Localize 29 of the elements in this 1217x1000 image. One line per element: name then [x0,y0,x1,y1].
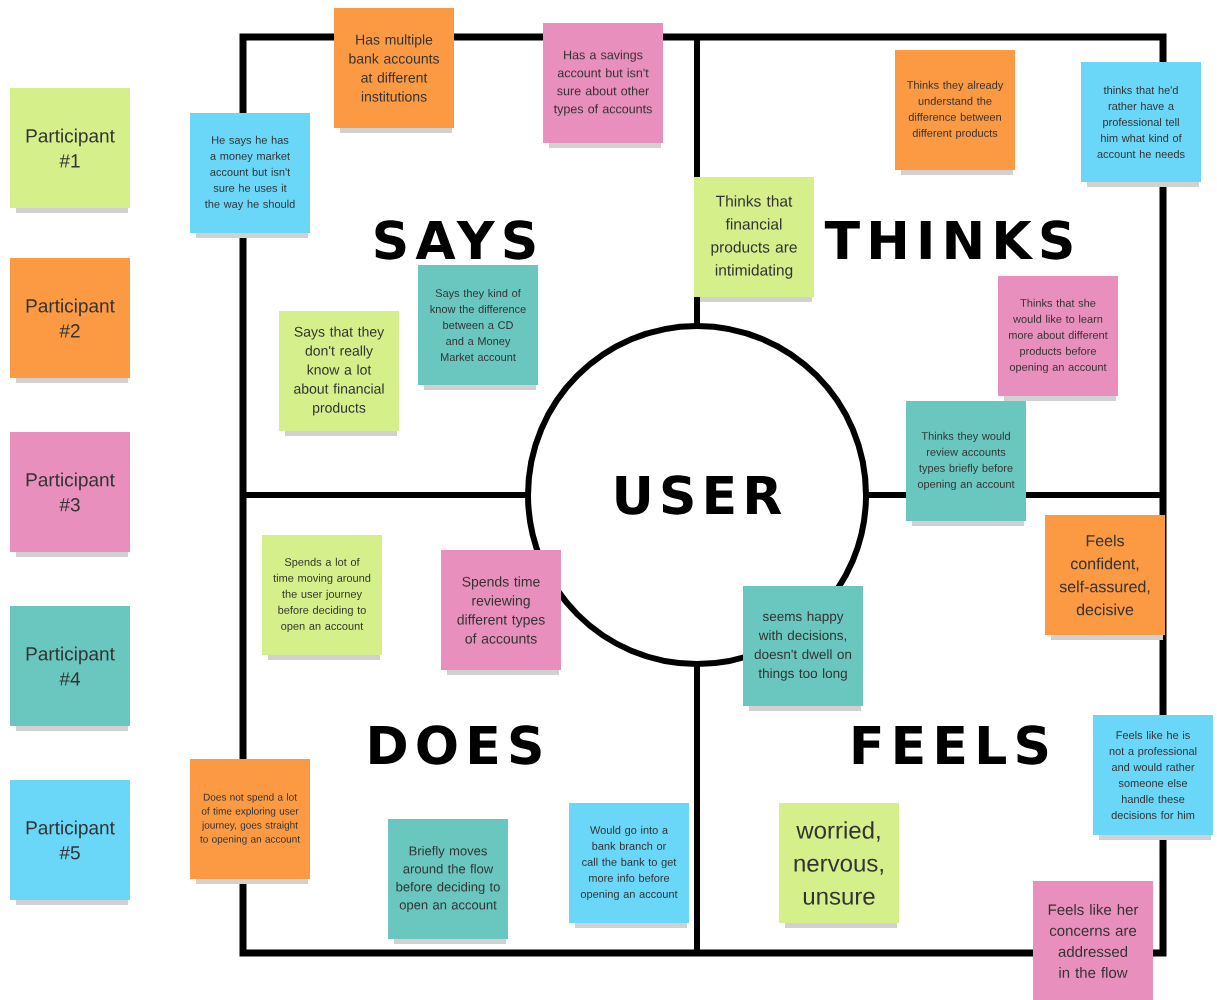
legend-sticky-note: Participant #5 [10,780,130,905]
legend-sticky-note: Participant #4 [10,606,130,731]
sticky-note: Spends time reviewing different types of accounts [441,550,561,675]
quadrant-heading: DOES [370,725,541,765]
sticky-note: thinks that he'd rather have a professional tell him what kind of account he needs [1081,62,1201,187]
sticky-note: Has a savings account but isn't sure about other types of accounts [543,23,663,148]
quadrant-heading: THINKS [824,220,1072,260]
legend-sticky-note: Participant #1 [10,88,130,213]
sticky-note: Would go into a bank branch or call the bank to get more info before opening an account [569,803,689,928]
sticky-note: worried, nervous, unsure [779,803,899,928]
sticky-note: Says they kind of know the difference between a CD and a Money Market account [418,265,538,390]
quadrant-heading: FEELS [853,725,1048,765]
quadrant-heading: SAYS [375,220,535,260]
sticky-note: seems happy with decisions, doesn't dwell on things too long [743,586,863,711]
sticky-note: Spends a lot of time moving around the user journey before deciding to open an account [262,535,382,660]
sticky-note: Thinks they already understand the difference between different products [895,50,1015,175]
sticky-note: He says he has a money market account but isn't sure he uses it the way he should [190,113,310,238]
sticky-note: Says that they don't really know a lot about financial products [279,311,399,436]
sticky-note: Feels confident, self-assured, decisive [1045,515,1165,640]
sticky-note: Thinks that financial products are intimidating [694,177,814,302]
sticky-note: Feels like he is not a professional and would rather someone else handle these decisions for him [1093,715,1213,840]
sticky-note: Feels like her concerns are addressed in the flow [1033,881,1153,1000]
legend-sticky-note: Participant #2 [10,258,130,383]
sticky-note: Thinks they would review accounts types briefly before opening an account [906,401,1026,526]
legend-sticky-note: Participant #3 [10,432,130,557]
sticky-note: Has multiple bank accounts at different institutions [334,8,454,133]
sticky-note: Thinks that she would like to learn more about different products before opening an account [998,276,1118,401]
sticky-note: Briefly moves around the flow before deciding to open an account [388,819,508,944]
sticky-note: Does not spend a lot of time exploring user journey, goes straight to opening an account [190,759,310,884]
